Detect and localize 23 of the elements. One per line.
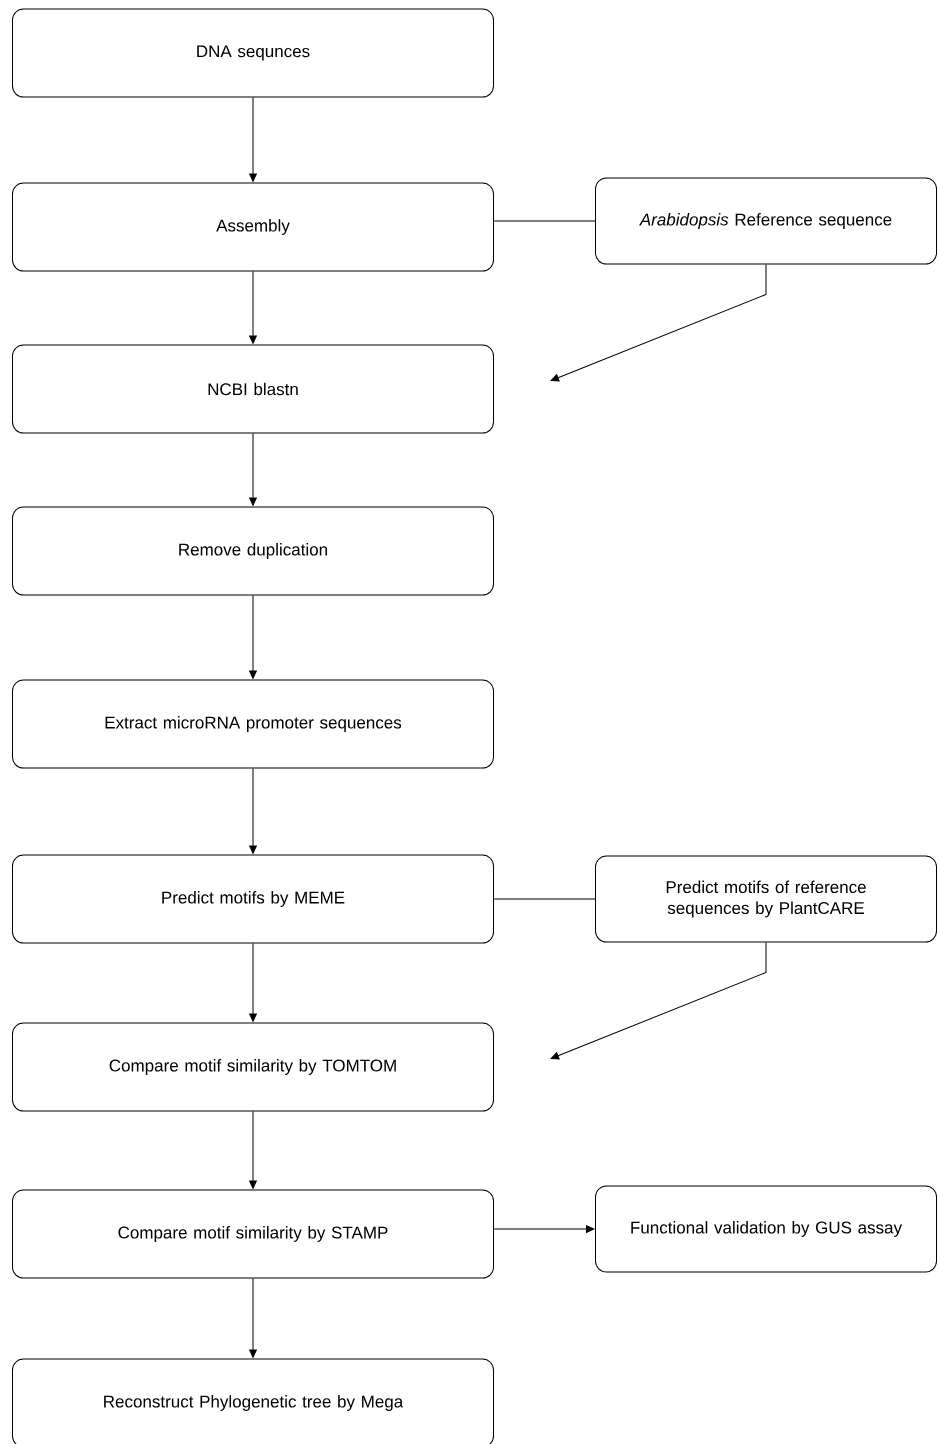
process-box: Reconstruct Phylogenetic tree by Mega: [12, 1358, 494, 1444]
arrow: [249, 1278, 257, 1358]
process-box: DNA sequnces: [12, 8, 494, 98]
arrow: [550, 942, 767, 1060]
process-box: Functional validation by GUS assay: [595, 1185, 937, 1273]
arrow: [249, 768, 257, 854]
arrow: [249, 97, 257, 182]
process-box: Predict motifs by MEME: [12, 854, 494, 944]
arrow: [249, 433, 257, 506]
arrow: [249, 271, 257, 344]
arrow: [493, 1225, 595, 1233]
process-box: Compare motif similarity by STAMP: [12, 1189, 494, 1279]
arrow: [550, 264, 767, 382]
process-box: Predict motifs of reference sequences by PlantCARE: [595, 855, 937, 943]
process-box: Remove duplication: [12, 506, 494, 596]
arrow: [249, 1111, 257, 1189]
process-box: Compare motif similarity by TOMTOM: [12, 1022, 494, 1112]
process-box: Extract microRNA promoter sequences: [12, 679, 494, 769]
process-box: NCBI blastn: [12, 344, 494, 434]
process-box: Arabidopsis Reference sequence: [595, 177, 937, 265]
arrow: [249, 943, 257, 1022]
process-box: Assembly: [12, 182, 494, 272]
arrow: [249, 595, 257, 679]
